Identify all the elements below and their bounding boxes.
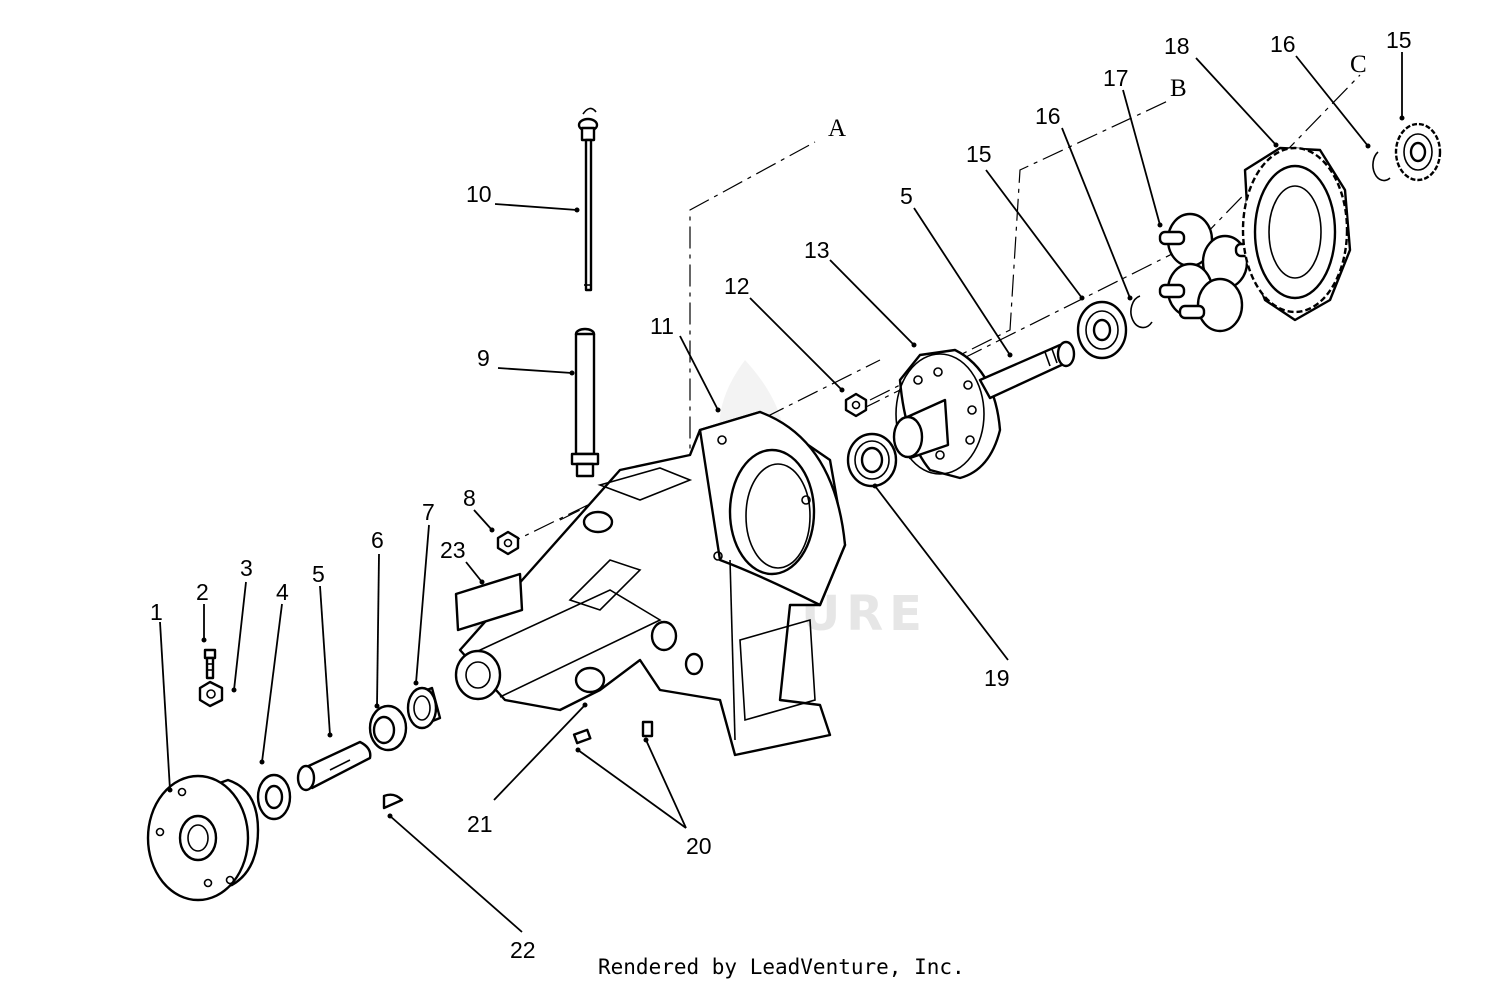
- leader-lines: [159, 52, 1403, 933]
- callout-17: 17: [1103, 65, 1129, 91]
- callout-5-rear: 5: [900, 183, 913, 209]
- callout-3: 3: [240, 555, 253, 581]
- part-5-shaft-front: [296, 740, 372, 792]
- callout-16-left: 16: [1035, 103, 1061, 129]
- callout-5-front: 5: [312, 561, 325, 587]
- part-6-bearing: [368, 704, 408, 752]
- part-2-bolt: [203, 648, 217, 680]
- part-23-decal: [454, 572, 524, 632]
- part-7-needle-bearing: [406, 686, 442, 730]
- callout-15-right: 15: [1386, 27, 1412, 53]
- callout-6: 6: [371, 527, 384, 553]
- part-4-washer: [256, 773, 292, 821]
- axis-letter-c: C: [1350, 51, 1367, 78]
- callout-16-right: 16: [1270, 31, 1296, 57]
- part-13-carrier-flange: [892, 348, 1002, 480]
- callout-23: 23: [440, 537, 466, 563]
- part-15-gear-right: [1394, 122, 1442, 182]
- part-16-snap-ring: [1130, 295, 1153, 329]
- part-16-snap-ring-right: [1372, 151, 1391, 182]
- part-9-fill-tube: [570, 327, 600, 478]
- callout-7: 7: [422, 499, 435, 525]
- part-3-nut: [198, 680, 224, 708]
- part-22-key: [382, 793, 404, 810]
- callout-20: 20: [686, 833, 712, 859]
- callout-18: 18: [1164, 33, 1190, 59]
- part-1-hub-flange: [146, 774, 260, 902]
- leader-dots: [167, 115, 1405, 819]
- callout-1: 1: [150, 599, 163, 625]
- axis-letter-a: A: [828, 115, 846, 142]
- callout-22: 22: [510, 937, 536, 963]
- callout-11: 11: [650, 313, 674, 339]
- callout-labels: 1 2 3 4 5 6 7 8 9 10 11 12 13 5 15 16 17…: [150, 27, 1412, 963]
- axis-letter-b: B: [1170, 75, 1187, 102]
- part-15-sun-gear: [1076, 300, 1128, 360]
- callout-12: 12: [724, 273, 750, 299]
- part-8-nut: [496, 530, 520, 556]
- callout-4: 4: [276, 579, 289, 605]
- callout-19: 19: [984, 665, 1010, 691]
- part-17-planet-gears: [1158, 212, 1258, 333]
- part-19-ball-bearing: [846, 432, 898, 488]
- part-5-shaft-rear: [978, 340, 1076, 400]
- part-18-ring-gear: [1241, 146, 1352, 322]
- callout-21: 21: [467, 811, 493, 837]
- part-10-dipstick: [577, 107, 599, 292]
- callout-2: 2: [196, 579, 209, 605]
- callout-8: 8: [463, 485, 476, 511]
- axis-letters: A B C: [828, 51, 1367, 142]
- callout-10: 10: [466, 181, 492, 207]
- part-11-transaxle-housing: [454, 410, 847, 757]
- callout-9: 9: [477, 345, 490, 371]
- callout-15-left: 15: [966, 141, 992, 167]
- callout-13: 13: [804, 237, 830, 263]
- part-20-set-screws: [572, 720, 654, 745]
- part-12-nut: [844, 392, 868, 418]
- render-credit: Rendered by LeadVenture, Inc.: [598, 955, 965, 979]
